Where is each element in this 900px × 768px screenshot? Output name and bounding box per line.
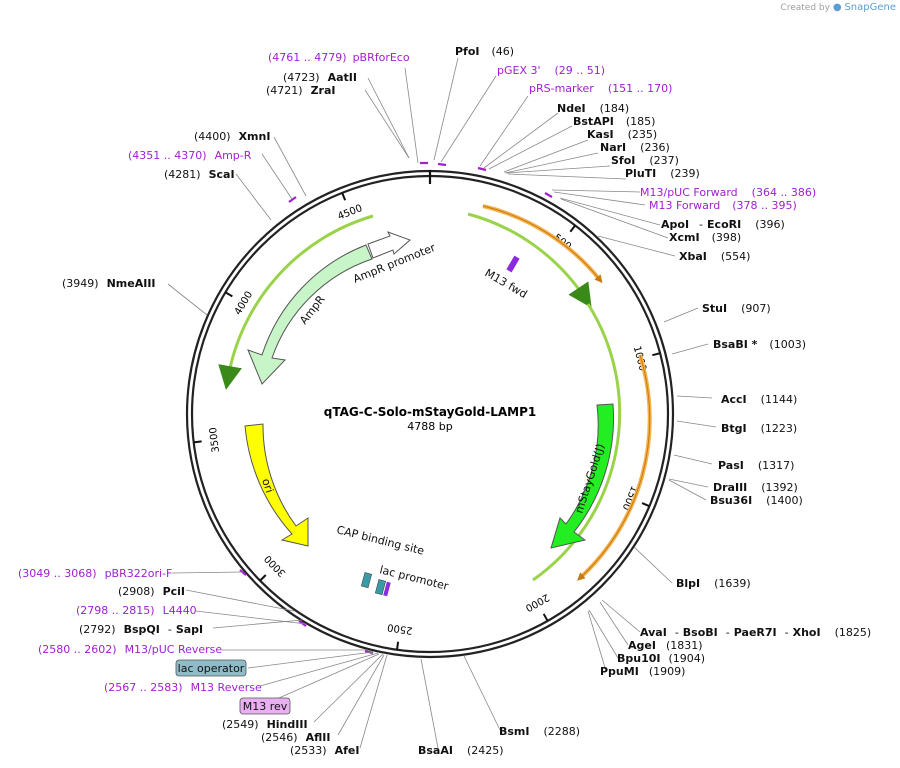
bsu36i-site-label: Bsu36I(1400) [710,494,803,507]
ori-arrow [244,423,309,547]
bsmi-site-label: BsmI(2288) [499,725,580,738]
tick-mark [641,502,650,508]
m13-fwd-label: M13 fwd [483,266,530,301]
nmeaiii-site-label: (3949)NmeAIII [62,277,156,290]
plasmid-name: qTAG-C-Solo-mStayGold-LAMP1 [324,405,536,419]
ori-label: ori [259,477,276,495]
lac-promoter-mark [374,579,386,596]
agei-site-label: AgeI(1831) [628,639,703,652]
pcii-site-label: (2908)PciI [118,585,185,598]
lac-operator-box [175,659,247,677]
tick-label: 3500 [208,427,222,454]
afei-site-label: (2533)AfeI [290,744,359,757]
nari-site-label: NarI(236) [600,141,670,154]
tick-label: 2500 [387,621,414,635]
ppumi-site-label: PpuMI(1909) [600,665,685,678]
pbr322ori-primer-label: (3049 .. 3068)pBR322ori-F [18,567,172,580]
aflii-site-label: (2546)AflII [261,731,330,744]
pfoi-site-label: PfoI(46) [455,45,514,58]
pasi-site-label: PasI(1317) [718,459,794,472]
m13-fwd-mark [506,255,520,273]
bsaai-site-label: BsaAI(2425) [418,744,504,757]
tick-mark [542,613,549,622]
bspqi-sapi-site-label: (2792)BspQI-SapI [79,623,203,636]
ampr-promoter-arrow [367,231,411,259]
mstaygold-arrow [550,403,615,549]
tick-mark [396,641,400,650]
m13puc-rev-primer-label: (2580 .. 2602)M13/pUC Reverse [38,643,222,656]
m13-rev-primer-label: (2567 .. 2583)M13 Reverse [104,681,262,694]
pbrforeco-primer-label: (4761 .. 4779)pBRforEco [268,51,410,64]
prsmarker-primer-label: pRS-marker(151 .. 170) [529,82,672,95]
scai-site-label: (4281)ScaI [164,168,235,181]
btgi-site-label: BtgI(1223) [721,422,797,435]
green-arc-left [218,214,374,390]
amp-r-primer-label: (4351 .. 4370)Amp-R [128,149,252,162]
lac-primer-mark [383,581,391,597]
aatii-site-label: (4723)AatII [283,71,357,84]
zrai-site-label: (4721)ZraI [266,84,336,97]
m13puc-fwd-primer-label: M13/pUC Forward(364 .. 386) [640,186,816,199]
xmni-site-label: (4400)XmnI [194,130,270,143]
acci-site-label: AccI(1144) [721,393,797,406]
avai-site-label: AvaI-BsoBI-PaeR7I-XhoI(1825) [640,626,871,639]
l4440-primer-label: (2798 .. 2815)L4440 [76,604,197,617]
snapgene-logo-icon: ● [832,2,842,13]
tick-mark [341,192,347,201]
m13-fwd-primer-label: M13 Forward(378 .. 395) [649,199,797,212]
tick-mark [569,224,576,233]
snapgene-brand: Created by ● SnapGene [780,2,896,13]
ampr-arrow [247,244,373,385]
bsabi-site-label: BsaBI *(1003) [713,338,806,351]
brand-prefix: Created by [780,3,830,13]
tick-mark [259,574,267,582]
pgex3-primer-label: pGEX 3'(29 .. 51) [497,64,605,77]
bstapi-site-label: BstAPI(185) [573,115,655,128]
green-arc-right [532,303,622,582]
xbai-site-label: XbaI(554) [679,250,750,263]
m13-rev-box-label: M13 rev [243,700,288,713]
lac-operator-box-label: lac operator [178,662,245,675]
primer-arc-upper [482,204,602,282]
pluti-site-label: PluTI(239) [625,167,700,180]
sfoi-site-label: SfoI(237) [611,154,679,167]
apoi-ecori-site-label: ApoI-EcoRI(396) [661,218,785,231]
tick-mark [652,352,661,357]
brand-name: SnapGene [844,2,896,13]
cap-site-mark [360,572,372,589]
bpu10i-site-label: Bpu10I(1904) [617,652,705,665]
plasmid-length: 4788 bp [407,420,452,433]
hindiii-site-label: (2549)HindIII [222,718,308,731]
kasi-site-label: KasI(235) [587,128,657,141]
cap-site-label: CAP binding site [335,523,425,557]
tick-mark [224,291,233,298]
leader-lines [167,57,717,749]
tick-label: 3000 [263,553,289,579]
xcmi-site-label: XcmI(398) [669,231,741,244]
ndei-site-label: NdeI(184) [557,102,629,115]
stui-site-label: StuI(907) [702,302,771,315]
tick-label: 2000 [523,591,551,613]
tick-mark [193,440,202,444]
m13-rev-box [239,697,291,715]
blpi-site-label: BlpI(1639) [676,577,751,590]
green-arc-upper [467,212,592,308]
draiii-site-label: DraIII(1392) [713,481,798,494]
